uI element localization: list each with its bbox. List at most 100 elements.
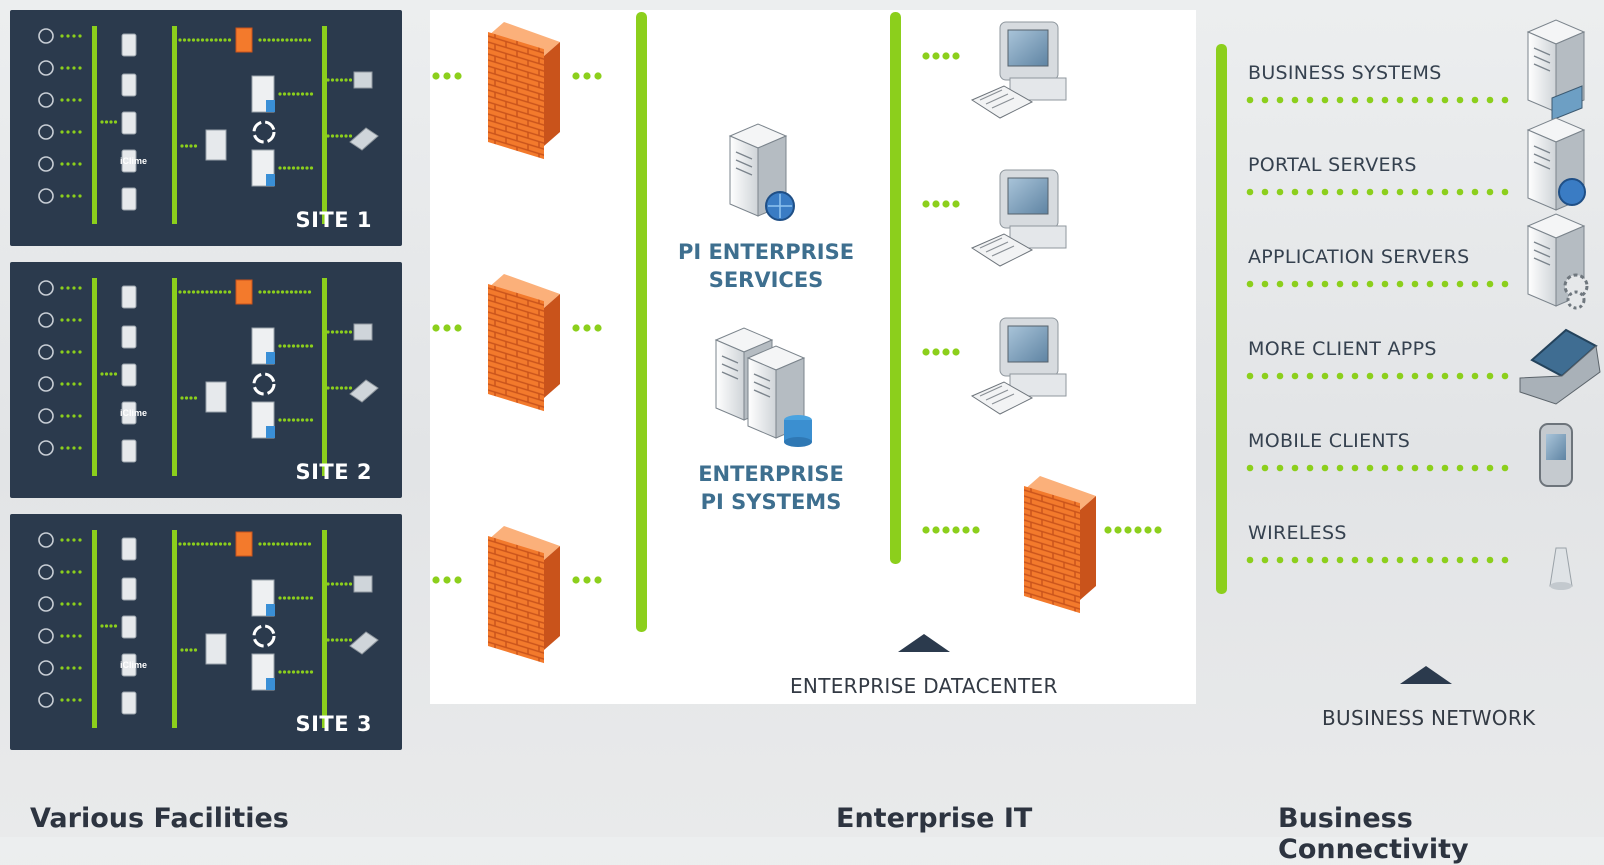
connector-dot xyxy=(1124,526,1132,534)
connector-dot xyxy=(344,330,348,334)
controller-icon xyxy=(121,325,137,349)
connector-dot xyxy=(309,596,314,600)
connector-dot xyxy=(193,144,198,148)
connector-dot xyxy=(267,38,271,42)
database-icon xyxy=(266,174,275,186)
connector-dot xyxy=(1501,96,1509,104)
device-icon xyxy=(38,312,54,328)
device-icon xyxy=(38,376,54,392)
connector-dot xyxy=(60,318,64,322)
connector-dot xyxy=(78,570,82,574)
connector-dot xyxy=(262,38,267,42)
controller-icon xyxy=(121,439,137,463)
connector-dot xyxy=(1351,556,1359,564)
connector-dot xyxy=(258,290,262,294)
connector-dot xyxy=(78,130,82,134)
connector-dot xyxy=(326,78,330,82)
controller-icon xyxy=(121,615,137,639)
connector-dot xyxy=(180,144,184,148)
control-label: iClime xyxy=(120,408,147,418)
connector-dot xyxy=(66,34,70,38)
connector-dot xyxy=(583,576,591,584)
connector-dot xyxy=(1486,556,1494,564)
connector-dot xyxy=(294,542,298,546)
database-icon xyxy=(266,352,275,364)
connector-dot xyxy=(113,372,118,376)
wireless-label: WIRELESS xyxy=(1248,522,1347,544)
device-icon xyxy=(38,440,54,456)
connector-dot xyxy=(300,418,305,422)
connector-dot xyxy=(184,144,189,148)
connector-dot xyxy=(1441,556,1449,564)
connector-dot xyxy=(262,542,267,546)
connector-dot xyxy=(1351,96,1359,104)
connector-dot xyxy=(1486,188,1494,196)
connector-dot xyxy=(66,194,70,198)
connector-dot xyxy=(339,78,344,82)
server-gear-icon xyxy=(1527,213,1589,310)
connector-dot xyxy=(60,286,64,290)
connector-dot xyxy=(1351,372,1359,380)
connector-dot xyxy=(1104,526,1112,534)
connector-dot xyxy=(280,38,285,42)
connector-dot xyxy=(932,200,940,208)
controller-icon xyxy=(121,537,137,561)
device-icon xyxy=(38,188,54,204)
site-label: SITE 1 xyxy=(295,208,372,232)
device-icon xyxy=(38,596,54,612)
connector-dot xyxy=(227,290,232,294)
connector-dot xyxy=(276,290,280,294)
connector-dot xyxy=(952,52,960,60)
connector-dot xyxy=(1411,464,1419,472)
connector-dot xyxy=(1276,556,1284,564)
connector-dot xyxy=(1501,556,1509,564)
connector-dot xyxy=(282,166,287,170)
connector-dot xyxy=(1351,188,1359,196)
connector-dot xyxy=(1246,280,1254,288)
connector-dot xyxy=(100,372,104,376)
business-bus xyxy=(1216,44,1227,594)
connector-dot xyxy=(60,98,64,102)
sync-icon xyxy=(252,624,276,648)
connector-dot xyxy=(223,38,227,42)
workstation-bus xyxy=(890,12,901,564)
connector-dot xyxy=(1291,96,1299,104)
connector-dot xyxy=(1306,464,1314,472)
connector-dot xyxy=(187,290,191,294)
mobile-icon xyxy=(1539,423,1573,487)
more-client-apps-label: MORE CLIENT APPS xyxy=(1248,338,1437,360)
connector-dot xyxy=(1246,372,1254,380)
controller-icon xyxy=(121,653,137,677)
connector-dot xyxy=(309,418,314,422)
connector-dot xyxy=(66,98,70,102)
connector-dot xyxy=(78,286,82,290)
connector-dot xyxy=(66,634,70,638)
laptop-icon xyxy=(349,127,379,151)
connector-dot xyxy=(72,350,76,354)
connector-dot xyxy=(326,638,330,642)
connector-dot xyxy=(113,120,118,124)
connector-dot xyxy=(1306,556,1314,564)
connector-dot xyxy=(1486,372,1494,380)
site-bus xyxy=(92,26,97,224)
connector-dot xyxy=(200,38,205,42)
connector-dot xyxy=(278,344,282,348)
connector-dot xyxy=(205,542,209,546)
connector-dot xyxy=(66,382,70,386)
device-icon xyxy=(38,660,54,676)
connector-dot xyxy=(182,542,187,546)
connector-dot xyxy=(1456,188,1464,196)
connector-dot xyxy=(287,670,291,674)
connector-dot xyxy=(214,38,218,42)
device-icon xyxy=(38,344,54,360)
laptop-icon xyxy=(349,631,379,655)
connector-dot xyxy=(289,290,294,294)
connector-dot xyxy=(189,144,193,148)
connector-dot xyxy=(1261,372,1269,380)
workstation-icon xyxy=(971,21,1067,119)
connector-dot xyxy=(1306,96,1314,104)
connector-dot xyxy=(303,542,307,546)
sync-icon xyxy=(252,372,276,396)
server-icon xyxy=(205,633,227,665)
connector-dot xyxy=(309,344,314,348)
